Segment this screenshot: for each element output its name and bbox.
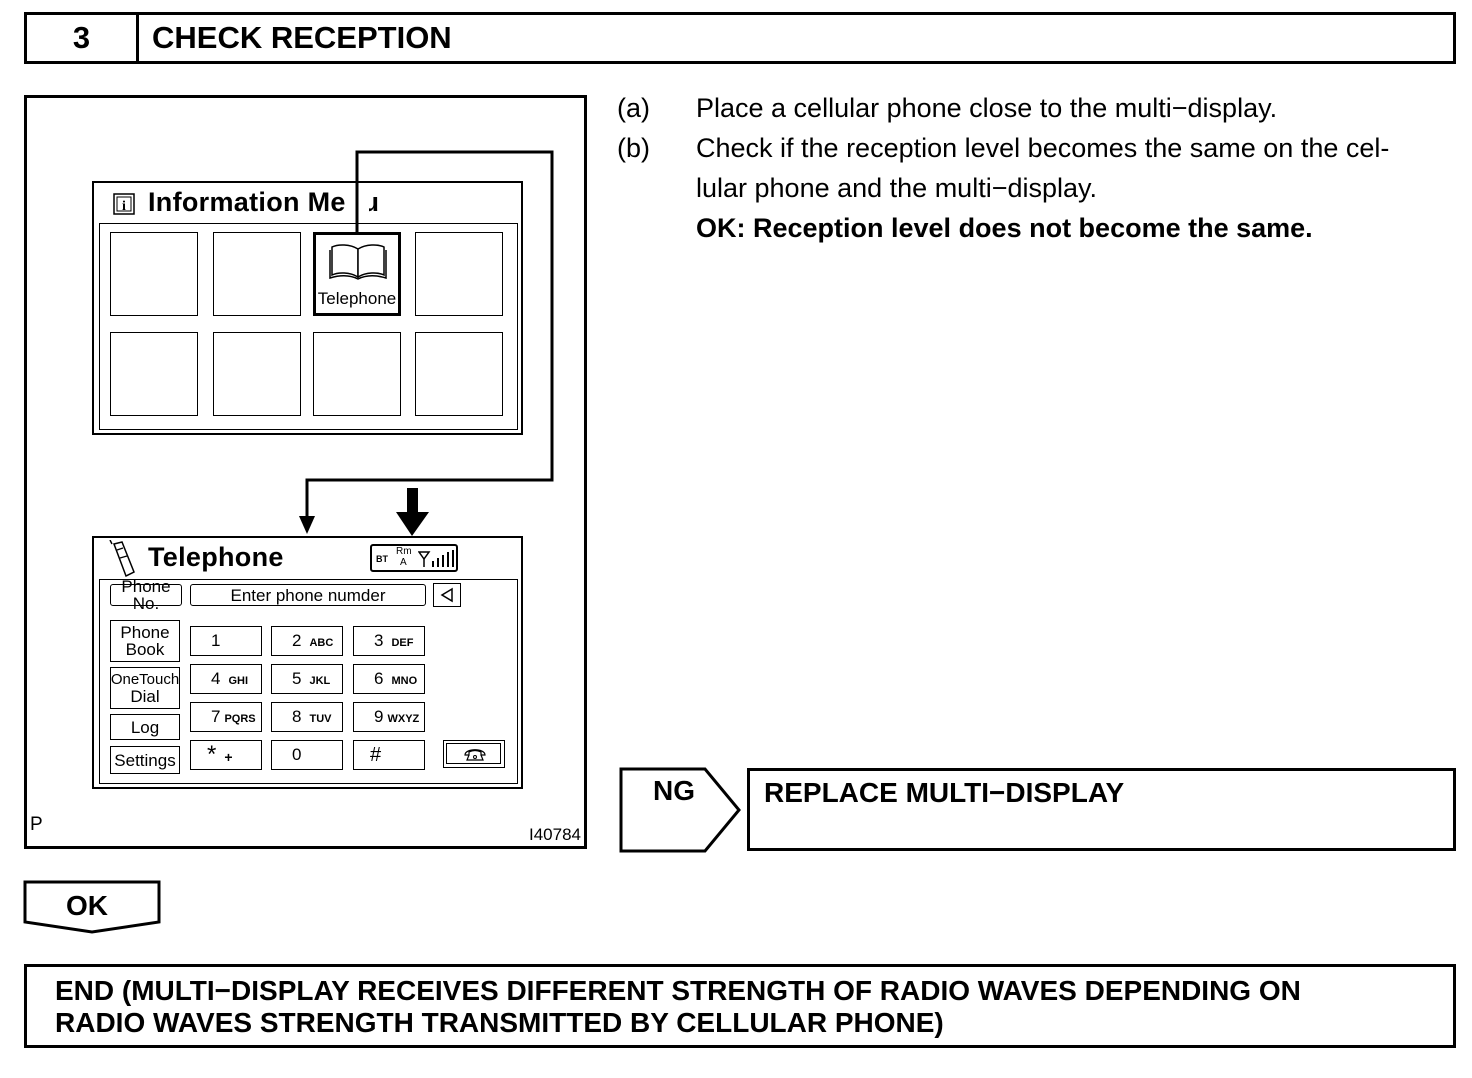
ok-criterion: OK: Reception level does not become the … bbox=[696, 213, 1313, 243]
key-digit: # bbox=[370, 744, 382, 766]
menu-grid: Telephone bbox=[99, 223, 518, 430]
key-letters: DEF bbox=[391, 637, 414, 649]
phone-number-field[interactable]: Enter phone numder bbox=[190, 584, 426, 606]
key-digit: 9 bbox=[374, 707, 384, 726]
key-digit: 7 bbox=[211, 707, 221, 726]
key-digit: 5 bbox=[292, 669, 302, 688]
key-0[interactable]: 0 bbox=[271, 740, 343, 770]
menu-tile[interactable] bbox=[415, 232, 503, 316]
key-digit: 2 bbox=[292, 631, 302, 650]
key-letters: MNO bbox=[391, 675, 418, 687]
key-letters: PQRS bbox=[224, 713, 256, 725]
menu-tile[interactable] bbox=[213, 232, 301, 316]
dial-panel: Phone No. Enter phone numder Phone Book … bbox=[99, 578, 518, 784]
handset-icon bbox=[464, 749, 486, 761]
call-button-inner bbox=[446, 743, 501, 764]
key-digit: 3 bbox=[374, 631, 384, 650]
phone-book-label-2: Book bbox=[125, 640, 165, 659]
key-letters: WXYZ bbox=[387, 713, 420, 725]
backspace-button[interactable] bbox=[433, 583, 461, 607]
menu-tile[interactable] bbox=[110, 232, 198, 316]
step-title: CHECK RECEPTION bbox=[152, 20, 452, 55]
signal-strength-icon bbox=[418, 550, 454, 567]
info-icon: i bbox=[113, 193, 135, 215]
step-header: 3 CHECK RECEPTION bbox=[24, 12, 1456, 64]
key-digit: 6 bbox=[374, 669, 384, 688]
key-letters: TUV bbox=[309, 713, 332, 725]
telephone-title: Telephone bbox=[148, 542, 284, 572]
key-letters: GHI bbox=[228, 675, 249, 687]
ng-action-box: REPLACE MULTI−DISPLAY bbox=[747, 768, 1456, 851]
status-indicator: BT Rm A bbox=[370, 544, 458, 572]
step-a-text: Place a cellular phone close to the mult… bbox=[696, 93, 1278, 123]
end-text-line-1: END (MULTI−DISPLAY RECEIVES DIFFERENT ST… bbox=[55, 975, 1301, 1006]
key-letters: JKL bbox=[309, 675, 331, 687]
bt-status: BT bbox=[376, 554, 388, 564]
illustration-frame: i Information Menu Telephone bbox=[24, 95, 587, 849]
end-box: END (MULTI−DISPLAY RECEIVES DIFFERENT ST… bbox=[24, 964, 1456, 1048]
key-letters: + bbox=[224, 749, 233, 765]
telephone-screen: Telephone BT Rm A Phone No. Enter phone … bbox=[92, 536, 523, 789]
settings-button[interactable]: Settings bbox=[110, 746, 180, 774]
telephone-tile-label: Telephone bbox=[317, 289, 397, 308]
phone-no-label: Phone No. bbox=[110, 578, 182, 612]
figure-code: I40784 bbox=[529, 825, 581, 844]
step-b-label: (b) bbox=[617, 133, 650, 163]
key-1[interactable]: 1 bbox=[190, 626, 262, 656]
call-button[interactable] bbox=[443, 740, 505, 768]
telephone-tile[interactable]: Telephone bbox=[313, 232, 401, 316]
book-icon bbox=[329, 244, 387, 280]
step-b-text-1: Check if the reception level becomes the… bbox=[696, 133, 1390, 163]
connector-overlay bbox=[345, 152, 369, 235]
ng-arrow bbox=[619, 767, 741, 853]
key-hash[interactable]: # bbox=[353, 740, 425, 770]
antenna-status: A bbox=[400, 557, 407, 568]
key-digit: 8 bbox=[292, 707, 302, 726]
key-4[interactable]: 4 GHI bbox=[190, 664, 262, 694]
onetouch-label-1: OneTouch bbox=[110, 671, 180, 688]
key-digit: 1 bbox=[211, 631, 221, 650]
menu-tile[interactable] bbox=[313, 332, 401, 416]
key-digit: 0 bbox=[292, 745, 302, 764]
ng-action: REPLACE MULTI−DISPLAY bbox=[764, 777, 1125, 808]
step-number: 3 bbox=[27, 15, 139, 61]
key-3[interactable]: 3 DEF bbox=[353, 626, 425, 656]
corner-label: P bbox=[30, 814, 43, 835]
onetouch-label-2: Dial bbox=[130, 687, 160, 706]
phone-book-label-1: Phone bbox=[120, 623, 170, 642]
step-a-label: (a) bbox=[617, 93, 650, 123]
menu-tile[interactable] bbox=[213, 332, 301, 416]
key-digit: 4 bbox=[211, 669, 221, 688]
backspace-icon bbox=[440, 587, 453, 603]
ok-arrow bbox=[23, 880, 161, 934]
ng-label: NG bbox=[653, 775, 695, 806]
key-2[interactable]: 2 ABC bbox=[271, 626, 343, 656]
information-menu-title: Information Menu bbox=[148, 187, 380, 217]
key-star[interactable]: *+ bbox=[190, 740, 262, 770]
onetouch-dial-button[interactable]: OneTouch Dial bbox=[110, 667, 180, 709]
log-button[interactable]: Log bbox=[110, 714, 180, 740]
menu-tile[interactable] bbox=[110, 332, 198, 416]
end-text-line-2: RADIO WAVES STRENGTH TRANSMITTED BY CELL… bbox=[55, 1007, 944, 1038]
menu-tile[interactable] bbox=[415, 332, 503, 416]
step-b-text-2: lular phone and the multi−display. bbox=[696, 173, 1098, 203]
roaming-status: Rm bbox=[396, 546, 412, 557]
key-letters: ABC bbox=[309, 637, 334, 649]
key-6[interactable]: 6 MNO bbox=[353, 664, 425, 694]
key-5[interactable]: 5 JKL bbox=[271, 664, 343, 694]
phone-book-button[interactable]: Phone Book bbox=[110, 620, 180, 662]
ok-label: OK bbox=[66, 890, 108, 921]
key-digit: * bbox=[207, 741, 217, 768]
cellphone-icon bbox=[109, 540, 135, 578]
svg-text:i: i bbox=[122, 199, 126, 214]
key-8[interactable]: 8 TUV bbox=[271, 702, 343, 732]
information-menu-screen: i Information Menu Telephone bbox=[92, 181, 523, 435]
